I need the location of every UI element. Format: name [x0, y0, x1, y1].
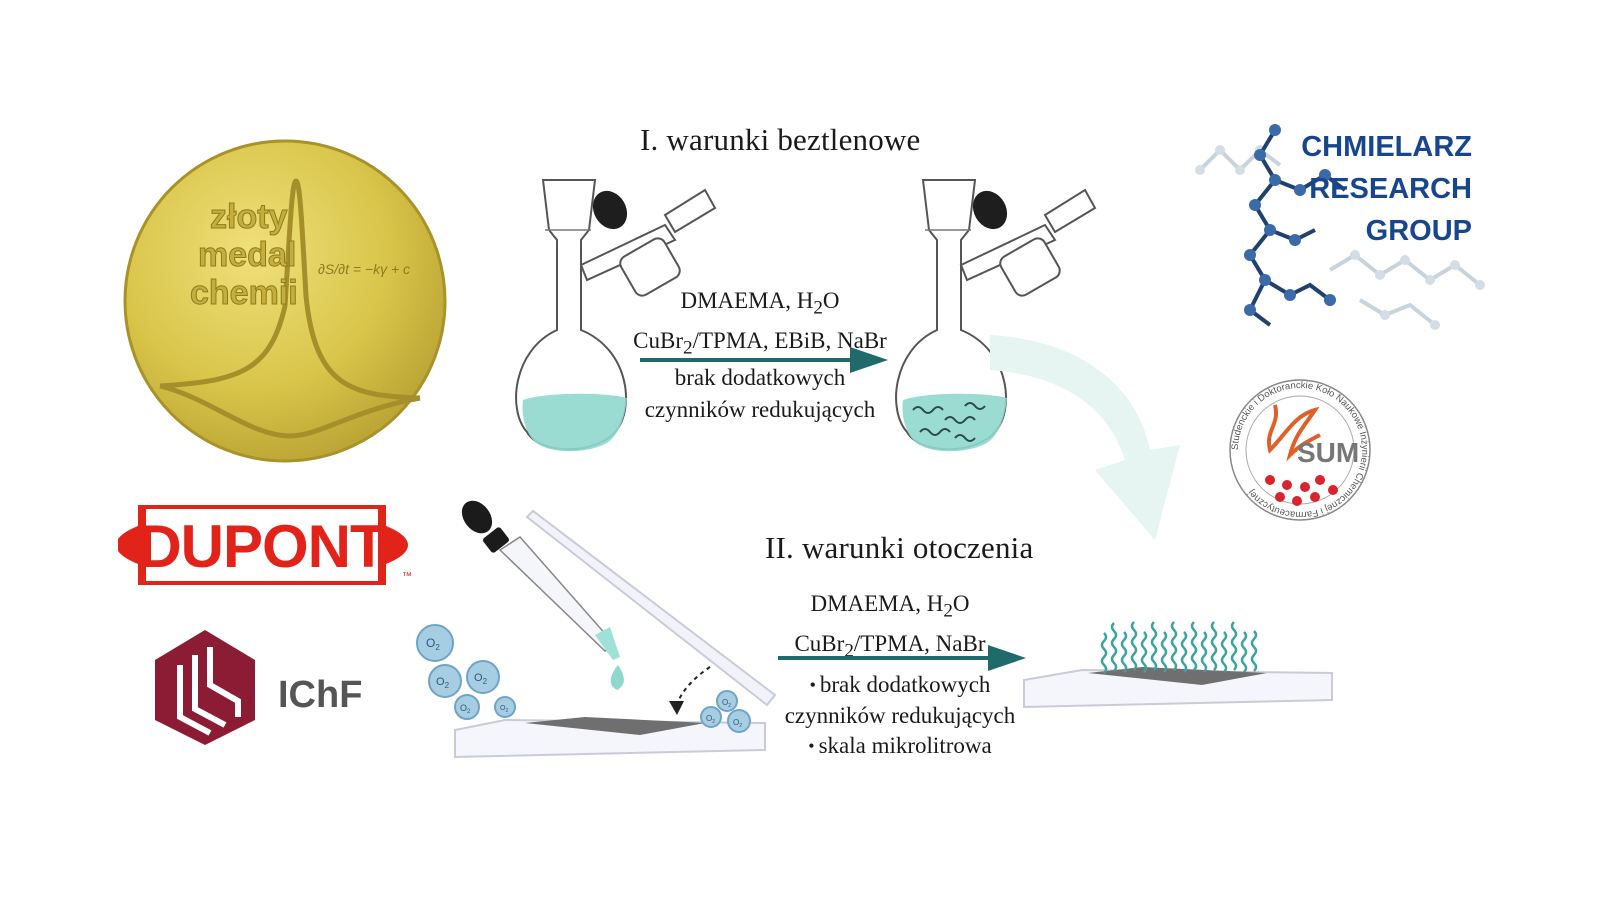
section-1-arrow-icon	[640, 347, 888, 373]
section-2-arrow-icon	[778, 645, 1026, 671]
voltammogram-curve-icon	[159, 178, 421, 401]
section-2-condition-3: skala mikrolitrowa	[760, 731, 1040, 762]
ksum-logo: Studenckie i Doktoranckie Koło Naukowe I…	[1229, 379, 1371, 521]
schlenk-flask-before	[515, 179, 717, 452]
o2-label-7: O2	[722, 698, 731, 709]
medal-text-2: medal	[198, 236, 296, 274]
gold-medal: złoty medal chemii ∂S/∂t = −kγ + c	[123, 139, 447, 463]
crg-line-3: GROUP	[1366, 215, 1472, 247]
medal-text-1: złoty	[210, 198, 288, 236]
dupont-tm: ™	[402, 571, 412, 582]
oxygen-bubbles: O2 O2 O2 O2 O2 O2 O2 O2	[416, 624, 751, 733]
section-1-reagents-line-1: DMAEMA, H2O	[680, 288, 840, 319]
ksum-text: SUM	[1297, 437, 1359, 468]
o2-label-3: O2	[474, 672, 488, 686]
crg-line-2: RESEARCH	[1309, 173, 1472, 205]
section-2-condition-2: czynników redukujących	[784, 703, 1016, 728]
schlenk-flask-after	[895, 179, 1097, 452]
section-1-reagents: DMAEMA, H2O CuBr2/TPMA, EBiB, NaBr	[620, 285, 900, 364]
section-2-condition-1: brak dodatkowych	[760, 670, 1040, 701]
ichf-text: IChF	[278, 674, 362, 716]
big-curved-arrow-icon	[990, 335, 1180, 540]
section-1-condition-2: czynników redukujących	[644, 397, 876, 422]
section-2-title: II. warunki otoczenia	[765, 530, 1034, 565]
ichf-logo: IChF	[155, 630, 362, 745]
section-2-conditions: brak dodatkowych czynników redukujących …	[760, 670, 1040, 762]
section-2-reagents: DMAEMA, H2O CuBr2/TPMA, NaBr	[760, 588, 1020, 667]
polymer-brush-substrate	[1023, 621, 1333, 709]
o2-label-2: O2	[436, 676, 450, 690]
o2-label-6: O2	[706, 714, 715, 725]
chmielarz-research-group-logo: CHMIELARZ RESEARCH GROUP	[1195, 124, 1485, 330]
medal-text-3: chemii	[190, 274, 298, 312]
o2-label-5: O2	[500, 705, 508, 714]
section-2-reagents-line-1: DMAEMA, H2O	[810, 591, 970, 622]
o2-label-8: O2	[733, 718, 742, 729]
section-1-conditions: brak dodatkowych czynników redukujących	[620, 362, 900, 426]
crg-line-1: CHMIELARZ	[1301, 131, 1472, 163]
section-2-reagents-line-2: CuBr2/TPMA, NaBr	[794, 630, 986, 662]
medal-equation: ∂S/∂t = −kγ + c	[318, 261, 410, 277]
section-1-reagents-line-2: CuBr2/TPMA, EBiB, NaBr	[633, 327, 887, 359]
section-1-condition-1: brak dodatkowych	[674, 365, 846, 390]
phoenix-icon	[1266, 404, 1321, 462]
o2-label-4: O2	[460, 703, 471, 715]
o2-label-1: O2	[426, 636, 440, 652]
section-1-title: I. warunki beztlenowe	[640, 122, 921, 157]
dupont-text: DUPONT	[138, 513, 386, 580]
dupont-logo: DUPONT ™	[118, 505, 412, 585]
dropper-and-substrate: O2 O2 O2 O2 O2 O2 O2 O2	[416, 500, 777, 759]
